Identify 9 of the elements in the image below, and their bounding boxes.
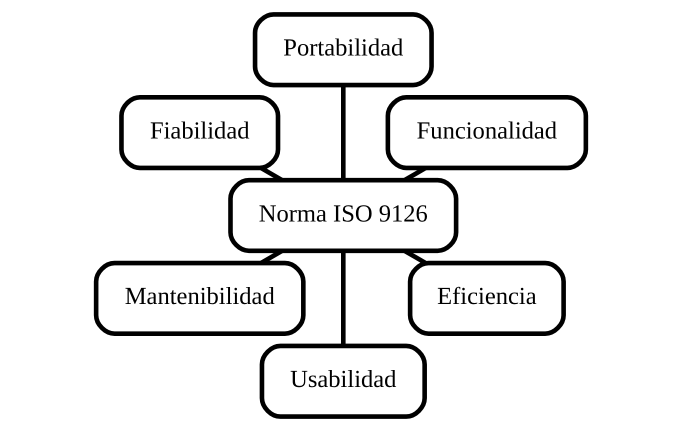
node-box: Eficiencia	[407, 260, 566, 336]
node-box: Funcionalidad	[385, 95, 588, 170]
connector	[340, 85, 346, 180]
node-box: Mantenibilidad	[93, 260, 306, 336]
node-box: Fiabilidad	[118, 95, 280, 170]
connector	[340, 251, 346, 346]
node-box: Usabilidad	[259, 344, 426, 419]
node-box: Norma ISO 9126	[228, 178, 458, 254]
node-box: Portabilidad	[252, 12, 434, 88]
